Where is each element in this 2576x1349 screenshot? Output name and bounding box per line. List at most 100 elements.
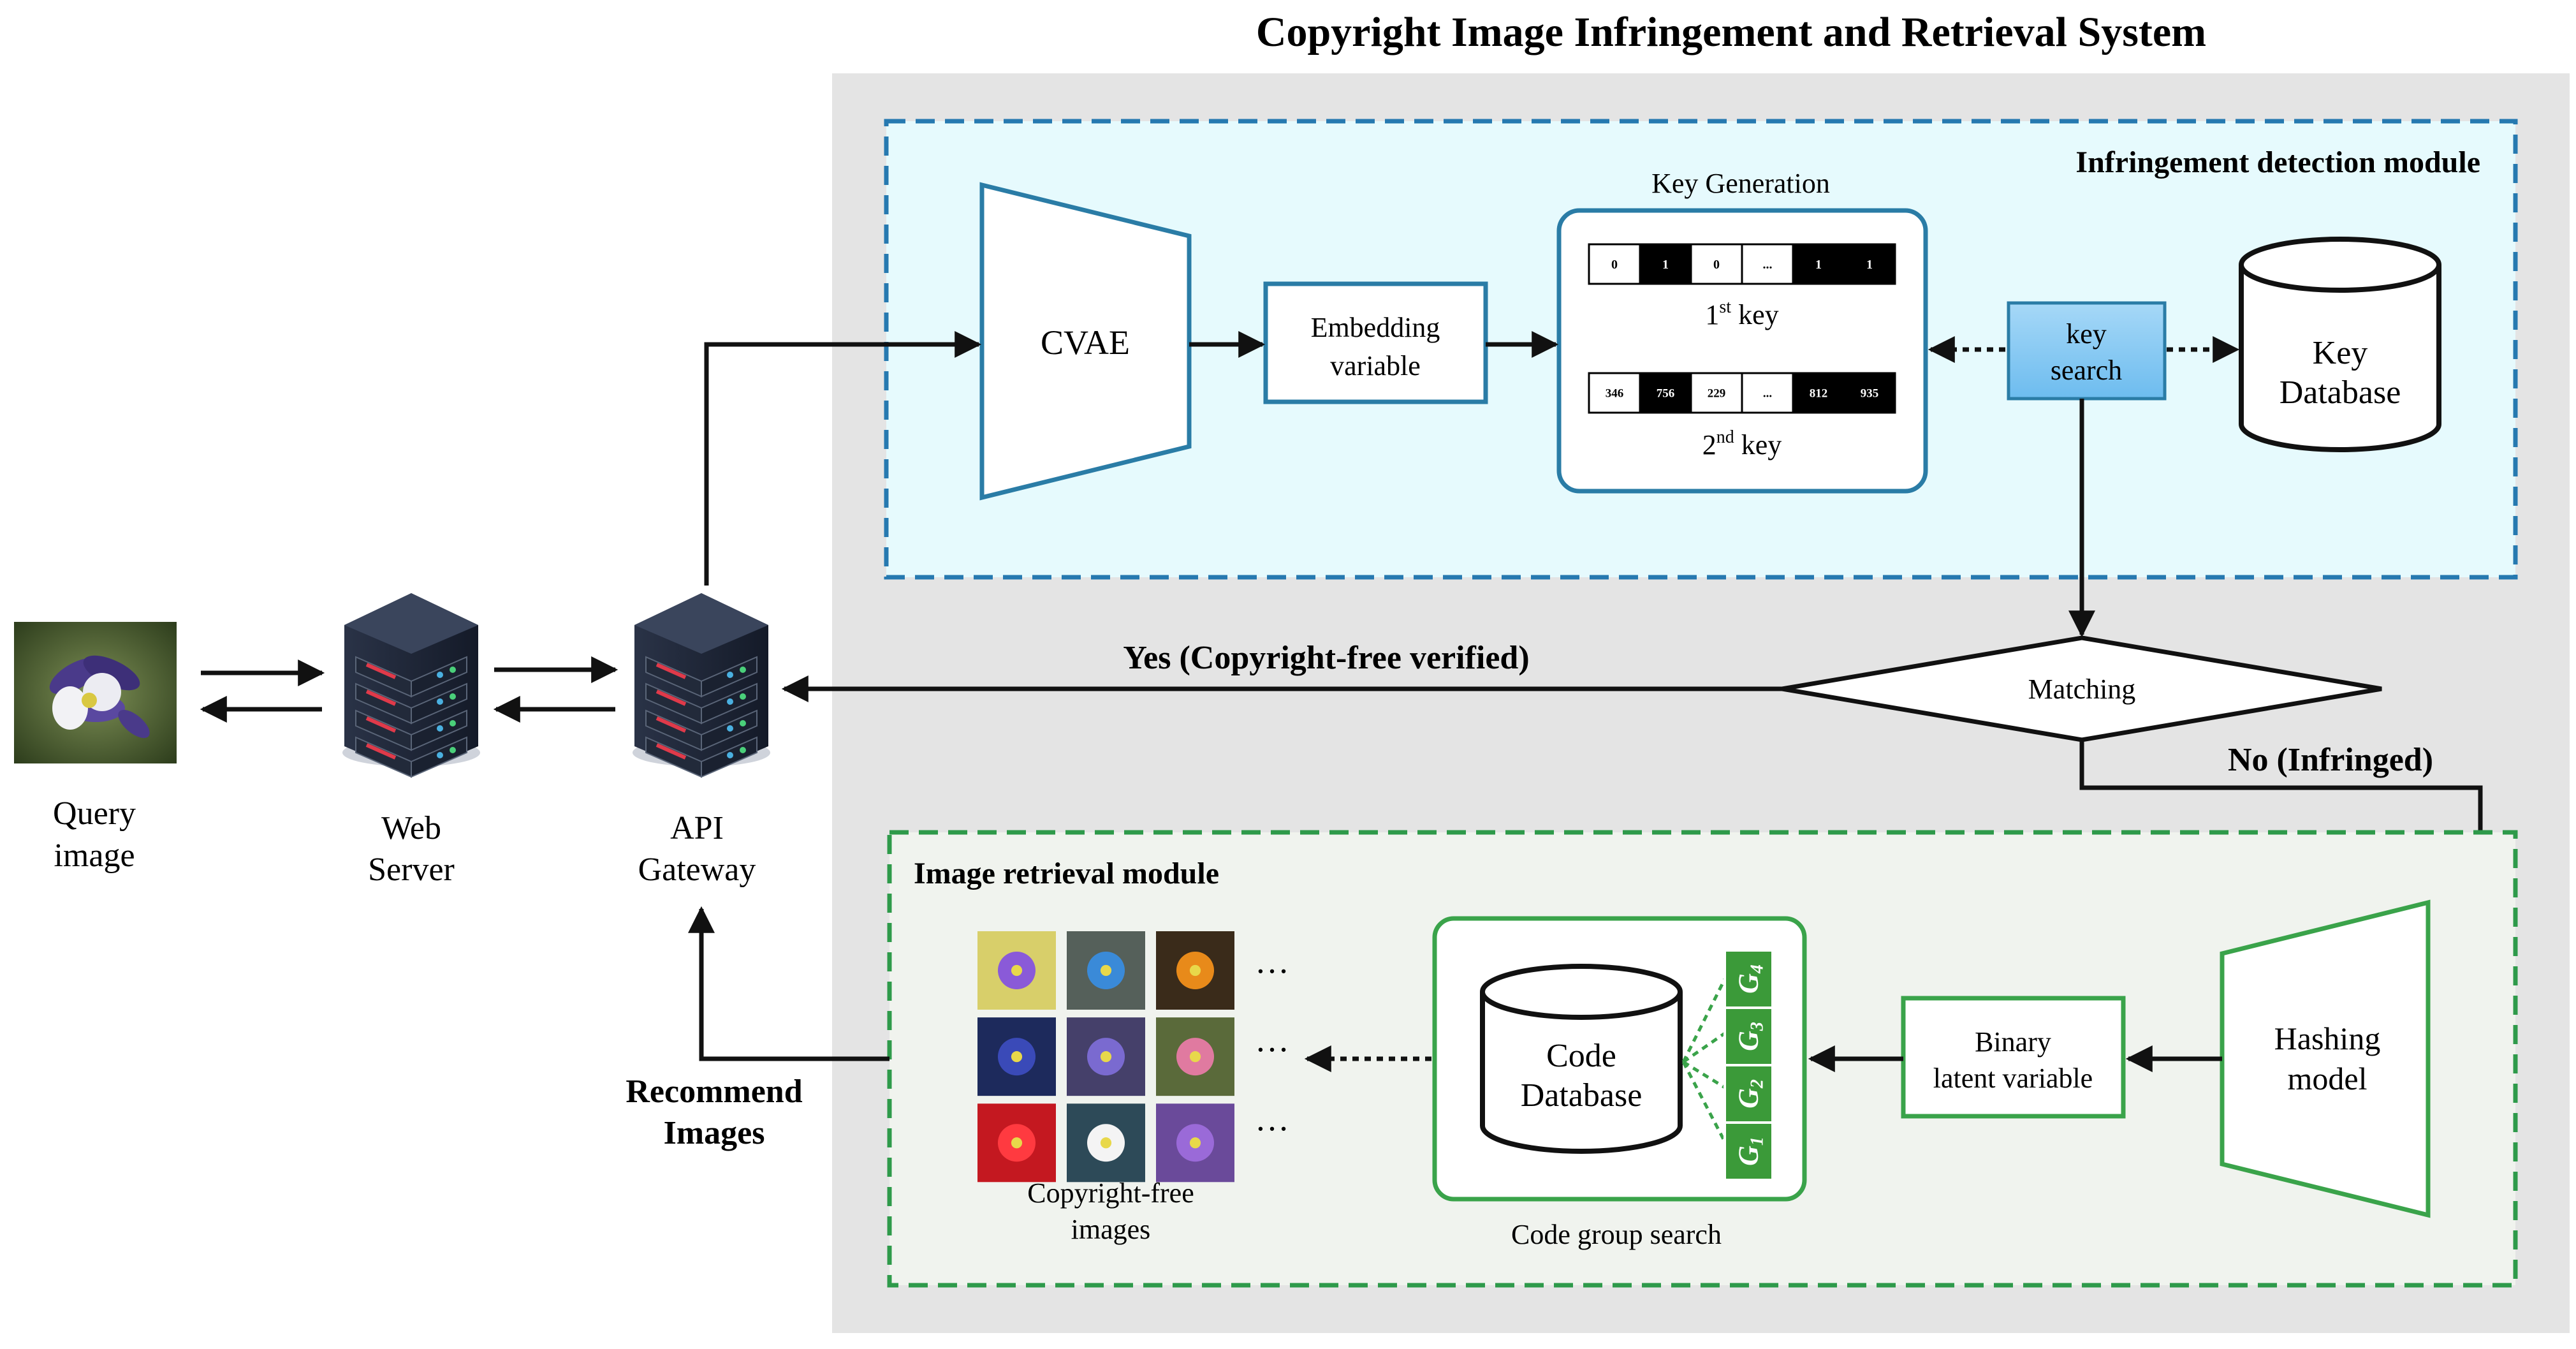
key-search-button <box>2007 301 2167 401</box>
key-cell-value: ... <box>1763 387 1772 401</box>
thumbnail-flower-center <box>1189 1051 1201 1063</box>
key-cell-value: 0 <box>1713 258 1720 272</box>
thumbnail-flower-center <box>1011 964 1023 977</box>
server-led <box>740 747 746 753</box>
key-cell <box>1741 243 1794 285</box>
code-db-label-2: Database <box>1521 1077 1643 1114</box>
retrieval-module-title: Image retrieval module <box>914 857 1219 890</box>
server-led <box>450 747 456 753</box>
key-database <box>2239 237 2441 452</box>
code-group-search-label: Code group search <box>1511 1219 1722 1250</box>
key-db-label-2: Database <box>2280 374 2401 411</box>
key-db-label-1: Key <box>2313 335 2368 371</box>
cvae-block <box>979 182 1192 501</box>
code-database <box>1480 964 1683 1154</box>
group-links <box>1681 978 1727 1143</box>
ellipsis-row-3: … <box>1255 1100 1289 1138</box>
server-led <box>655 663 687 679</box>
key-cell-value: 1 <box>1815 258 1822 272</box>
query-image <box>14 622 177 763</box>
matching-label: Matching <box>2028 674 2136 705</box>
server-led <box>365 743 397 760</box>
server-led <box>365 689 397 706</box>
code-group-label: G3 <box>1733 1022 1767 1051</box>
server-led <box>655 689 687 706</box>
yes-label: Yes (Copyright-free verified) <box>1123 640 1529 676</box>
key-cell <box>1843 372 1896 414</box>
binary-label-1: Binary <box>1975 1026 2051 1058</box>
binary-label-2: latent variable <box>1933 1063 2093 1094</box>
key1-label: 1st key <box>1705 297 1778 330</box>
key-search-label-2: search <box>2051 355 2122 386</box>
thumbnail-flower-center <box>1011 1051 1023 1063</box>
server-top <box>634 593 768 654</box>
hashing-label-2: model <box>2288 1061 2367 1096</box>
server-led <box>740 720 746 726</box>
copyright-free-image-grid <box>977 931 1234 1183</box>
thumbnail-flower-center <box>1189 964 1201 977</box>
page-title: Copyright Image Infringement and Retriev… <box>1256 9 2206 55</box>
code-group-label: G1 <box>1733 1137 1767 1166</box>
server-led <box>740 693 746 700</box>
key-cell <box>1741 372 1794 414</box>
thumbnail-flower-center <box>1189 1137 1201 1149</box>
code-db-label-1: Code <box>1546 1038 1616 1074</box>
ellipsis-row-2: … <box>1255 1021 1289 1059</box>
key-cell-value: 1 <box>1866 258 1873 272</box>
key-cell-value: 0 <box>1611 258 1618 272</box>
key-cell-value: 756 <box>1657 387 1675 401</box>
web-server-label-1: Web <box>381 810 441 846</box>
server-led <box>450 693 456 700</box>
thumbnail-flower-center <box>1100 964 1112 977</box>
server-led <box>437 672 443 678</box>
key-cell <box>1843 243 1896 285</box>
key-cell-value: 1 <box>1662 258 1669 272</box>
key-generation-title: Key Generation <box>1651 168 1830 199</box>
embedding-label-1: Embedding <box>1311 312 1440 343</box>
query-image-label-1: Query <box>53 795 136 832</box>
server-icon <box>342 593 480 778</box>
code-group-cell <box>1723 1006 1774 1066</box>
key-cell <box>1588 372 1641 414</box>
thumbnail-flower-center <box>1100 1051 1112 1063</box>
query-image-label-2: image <box>54 837 135 874</box>
web-server-label-2: Server <box>368 851 455 888</box>
server-led <box>727 725 733 732</box>
server-led <box>655 716 687 733</box>
images-label-2: images <box>1071 1214 1151 1245</box>
cvae-label: CVAE <box>1041 323 1130 362</box>
key-cell-value: 346 <box>1606 387 1624 401</box>
key-cell-value: 935 <box>1861 387 1879 401</box>
code-group-cell <box>1723 1064 1774 1124</box>
no-label: No (Infringed) <box>2228 742 2433 778</box>
server-led <box>727 672 733 678</box>
server-led <box>655 743 687 760</box>
key-cell-value: 229 <box>1708 387 1726 401</box>
key2-label: 2nd key <box>1702 427 1782 461</box>
server-icon <box>633 593 770 778</box>
code-group-label: G4 <box>1733 964 1767 994</box>
images-label-1: Copyright-free <box>1027 1177 1194 1209</box>
thumbnail-flower-center <box>1011 1137 1023 1149</box>
embedding-label-2: variable <box>1330 350 1421 381</box>
server-led <box>437 752 443 758</box>
hashing-model-block <box>2220 899 2431 1218</box>
infringement-module-title: Infringement detection module <box>2075 145 2480 179</box>
server-led <box>437 698 443 705</box>
server-led <box>365 663 397 679</box>
server-led <box>437 725 443 732</box>
key-cell <box>1792 372 1845 414</box>
server-led <box>450 667 456 673</box>
hashing-label-1: Hashing <box>2274 1021 2381 1056</box>
recommend-label-1: Recommend <box>626 1073 802 1110</box>
server-led <box>365 716 397 733</box>
key-cell <box>1792 243 1845 285</box>
server-led <box>727 698 733 705</box>
thumbnail-flower-center <box>1100 1137 1112 1149</box>
ellipsis-row-1: … <box>1255 942 1289 980</box>
key-cell <box>1690 372 1743 414</box>
